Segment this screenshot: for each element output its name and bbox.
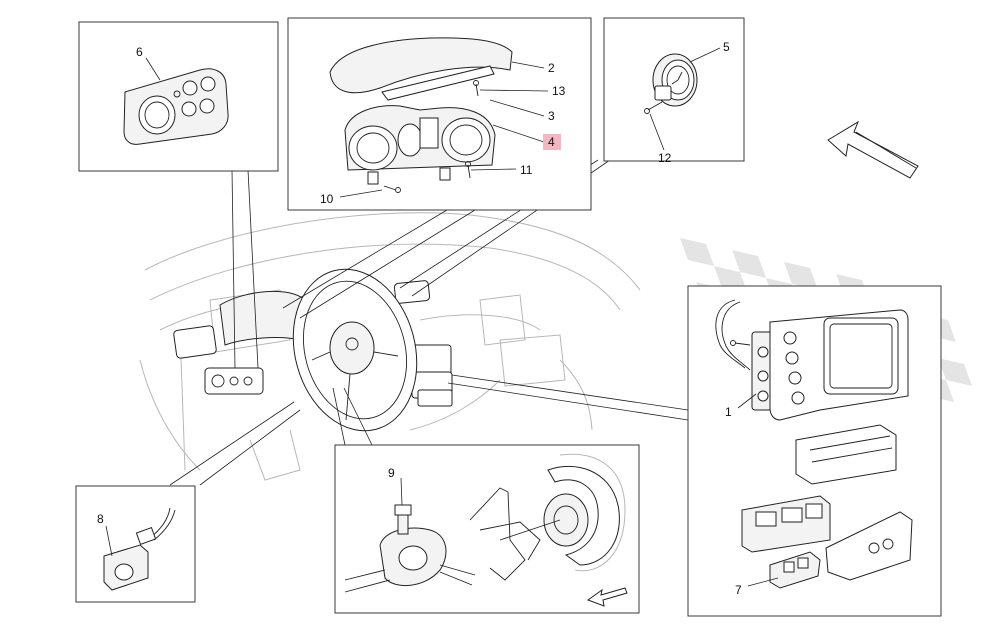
box-instrument-cluster: 2 13 3 4 11 10 [287, 17, 592, 211]
callout-9: 9 [388, 466, 395, 480]
box-steering-column: 9 [334, 444, 640, 614]
dashboard-background-drawing [139, 212, 641, 481]
callout-10: 10 [320, 192, 334, 206]
callout-7: 7 [735, 583, 742, 597]
callout-4: 4 [548, 135, 555, 149]
callout-1: 1 [725, 405, 732, 419]
box-item-6: 6 [78, 21, 279, 172]
callout-6: 6 [136, 45, 143, 59]
callout-2: 2 [548, 61, 555, 75]
box-center-console: 1 7 [687, 285, 942, 617]
callout-13: 13 [552, 84, 566, 98]
checker-square [732, 250, 766, 278]
callout-12: 12 [658, 151, 672, 165]
checker-square [784, 262, 818, 290]
callout-8: 8 [97, 512, 104, 526]
checker-square [680, 238, 714, 266]
box-item-8: 8 [75, 485, 196, 603]
direction-arrow-up-left [827, 120, 919, 179]
checker-square [938, 358, 972, 386]
callout-3: 3 [548, 109, 555, 123]
callout-5: 5 [723, 40, 730, 54]
callout-4-highlight [543, 134, 561, 150]
callout-11: 11 [520, 163, 533, 177]
box-clock: 5 12 [603, 17, 745, 165]
